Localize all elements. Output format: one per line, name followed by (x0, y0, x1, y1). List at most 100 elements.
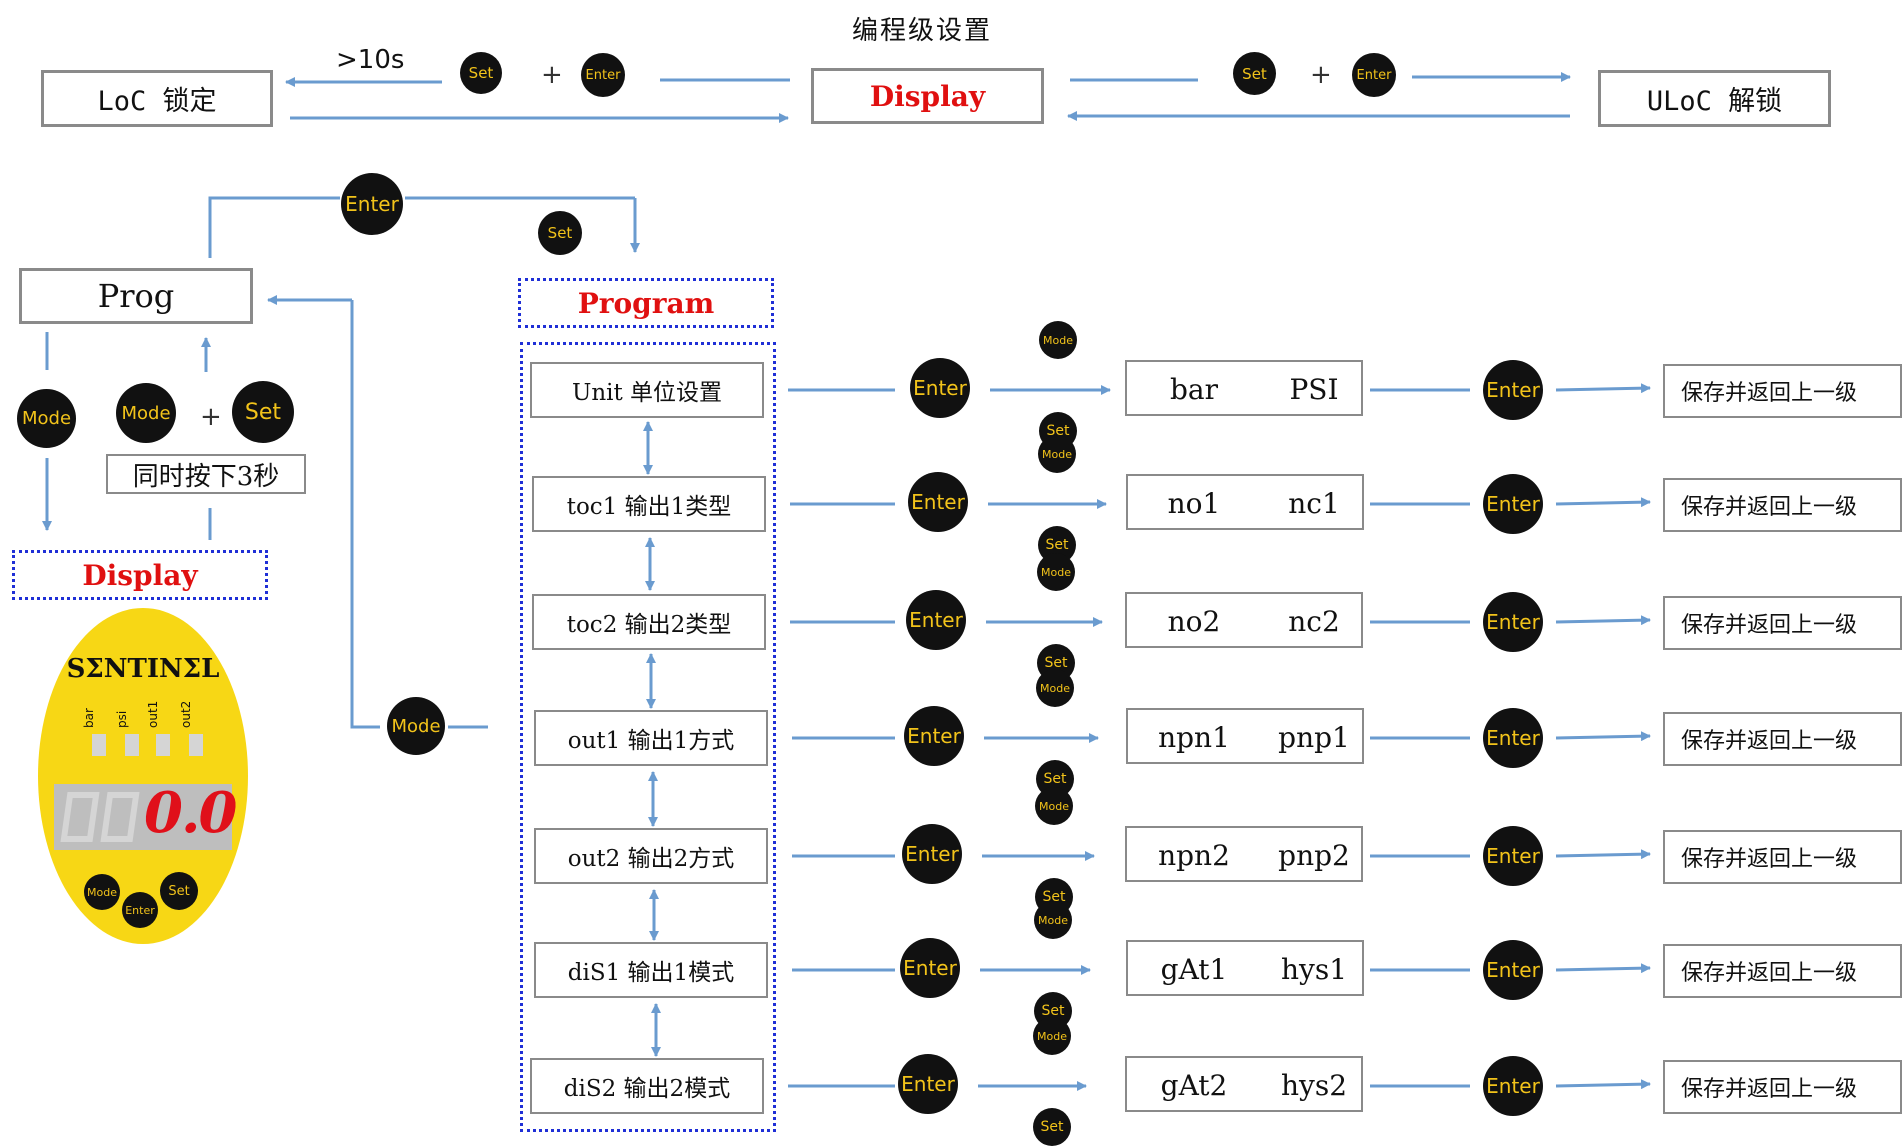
uloc-box: ULoC 解锁 (1598, 70, 1831, 127)
device-mode-button[interactable]: Mode (84, 874, 120, 910)
mode-button-left[interactable]: Mode (17, 389, 76, 448)
param-box-1: Unit 单位设置 (530, 362, 764, 418)
option-right-3: nc2 (1288, 605, 1340, 638)
set-button-prog[interactable]: Set (538, 211, 582, 255)
device-brand: SΣNTINΣL (66, 654, 220, 684)
indicator-label-4: out2 (179, 700, 193, 728)
option-right-4: pnp1 (1278, 721, 1350, 754)
page-title: 编程级设置 (852, 16, 993, 46)
enter-button-5[interactable]: Enter (902, 824, 962, 884)
param-box-5: out2 输出2方式 (534, 828, 768, 884)
option-box-5 (1125, 826, 1363, 882)
device-enter-button[interactable]: Enter (122, 892, 158, 928)
line-prog-up-to-enter (208, 196, 340, 258)
set-button-small-7[interactable]: Set (1033, 1108, 1071, 1146)
enter-button-prog[interactable]: Enter (341, 173, 403, 235)
enter-button-1[interactable]: Enter (910, 358, 970, 418)
mode-button-small-6[interactable]: Mode (1034, 901, 1072, 939)
mode-button-small-1[interactable]: Mode (1039, 321, 1077, 359)
sentinel-device: SΣNTINΣL bar psi out1 out2 0.0 Mode Enter S… (38, 608, 248, 944)
option-right-2: nc1 (1288, 487, 1340, 520)
program-params-container (520, 342, 776, 1132)
option-box-1 (1125, 360, 1363, 416)
option-right-1: PSI (1289, 373, 1339, 406)
enter-button-7[interactable]: Enter (898, 1054, 958, 1114)
enter-button-top-right[interactable]: Enter (1352, 53, 1396, 97)
loc-box: LoC 锁定 (41, 70, 273, 127)
param-box-4: out1 输出1方式 (534, 710, 768, 766)
save-box-3: 保存并返回上一级 (1663, 596, 1902, 650)
enter2-button-5[interactable]: Enter (1483, 826, 1543, 886)
save-box-1: 保存并返回上一级 (1663, 364, 1902, 418)
save-box-5: 保存并返回上一级 (1663, 830, 1902, 884)
plus-sign-combo: + (200, 402, 222, 432)
mode-button-combo[interactable]: Mode (116, 383, 176, 443)
save-box-7: 保存并返回上一级 (1663, 1060, 1902, 1114)
hold-hint-box: 同时按下3秒 (106, 454, 306, 494)
mode-button-small-3[interactable]: Mode (1037, 553, 1075, 591)
display-box-left: Display (12, 550, 268, 600)
set-button-top-left[interactable]: Set (460, 52, 502, 94)
enter2-button-2[interactable]: Enter (1483, 474, 1543, 534)
option-box-2 (1126, 474, 1364, 530)
save-box-6: 保存并返回上一级 (1663, 944, 1902, 998)
arrow-enter2-to-save-3 (1555, 615, 1651, 626)
arrow-enter2-to-save-5 (1555, 849, 1651, 860)
indicator-label-1: bar (82, 708, 96, 728)
option-right-7: hys2 (1280, 1069, 1348, 1102)
option-box-6 (1126, 940, 1364, 996)
enter-button-6[interactable]: Enter (900, 938, 960, 998)
plus-sign-top-right: + (1310, 60, 1332, 90)
enter2-button-7[interactable]: Enter (1483, 1056, 1543, 1116)
lcd-display (54, 784, 232, 850)
set-button-top-right[interactable]: Set (1233, 52, 1276, 95)
enter-button-3[interactable]: Enter (906, 590, 966, 650)
enter-button-2[interactable]: Enter (908, 472, 968, 532)
set-button-combo[interactable]: Set (232, 381, 294, 443)
mode-button-small-2[interactable]: Mode (1038, 435, 1076, 473)
mode-button-small-7[interactable]: Mode (1033, 1017, 1071, 1055)
option-left-2: no1 (1167, 487, 1221, 520)
param-box-3: toc2 输出2类型 (532, 594, 766, 650)
display-box-top: Display (811, 68, 1044, 124)
device-set-button[interactable]: Set (160, 872, 198, 910)
enter2-button-6[interactable]: Enter (1483, 940, 1543, 1000)
indicator-led-1 (92, 734, 106, 756)
param-box-7: diS2 输出2模式 (530, 1058, 764, 1114)
enter-button-top-left[interactable]: Enter (581, 53, 625, 97)
option-left-3: no2 (1167, 605, 1221, 638)
save-box-4: 保存并返回上一级 (1663, 712, 1902, 766)
indicator-led-2 (125, 734, 139, 756)
option-box-4 (1126, 708, 1364, 764)
option-right-5: pnp2 (1278, 839, 1350, 872)
enter2-button-3[interactable]: Enter (1483, 592, 1543, 652)
option-box-3 (1125, 592, 1363, 648)
indicator-label-2: psi (115, 710, 129, 728)
param-box-6: diS1 输出1模式 (534, 942, 768, 998)
enter2-button-1[interactable]: Enter (1483, 360, 1543, 420)
arrow-enter2-to-save-2 (1555, 497, 1651, 508)
option-left-4: npn1 (1158, 721, 1230, 754)
indicator-led-3 (156, 734, 170, 756)
time-hint: >10s (336, 45, 405, 75)
option-right-6: hys1 (1280, 953, 1348, 986)
indicator-led-4 (189, 734, 203, 756)
option-left-6: gAt1 (1160, 953, 1228, 986)
enter-button-4[interactable]: Enter (904, 706, 964, 766)
lcd-reading: 0.0 (144, 780, 237, 846)
arrow-enter2-to-save-6 (1555, 963, 1651, 974)
param-box-2: toc1 输出1类型 (532, 476, 766, 532)
arrow-enter2-to-save-1 (1555, 383, 1651, 394)
mode-button-small-5[interactable]: Mode (1035, 787, 1073, 825)
mode-button-back[interactable]: Mode (387, 697, 445, 755)
indicator-label-3: out1 (146, 700, 160, 728)
mode-button-small-4[interactable]: Mode (1036, 669, 1074, 707)
option-box-7 (1125, 1056, 1363, 1112)
enter2-button-4[interactable]: Enter (1483, 708, 1543, 768)
line-mode-back-to-prog (350, 300, 380, 729)
option-left-1: bar (1169, 373, 1218, 406)
option-left-7: gAt2 (1160, 1069, 1228, 1102)
option-left-5: npn2 (1158, 839, 1230, 872)
